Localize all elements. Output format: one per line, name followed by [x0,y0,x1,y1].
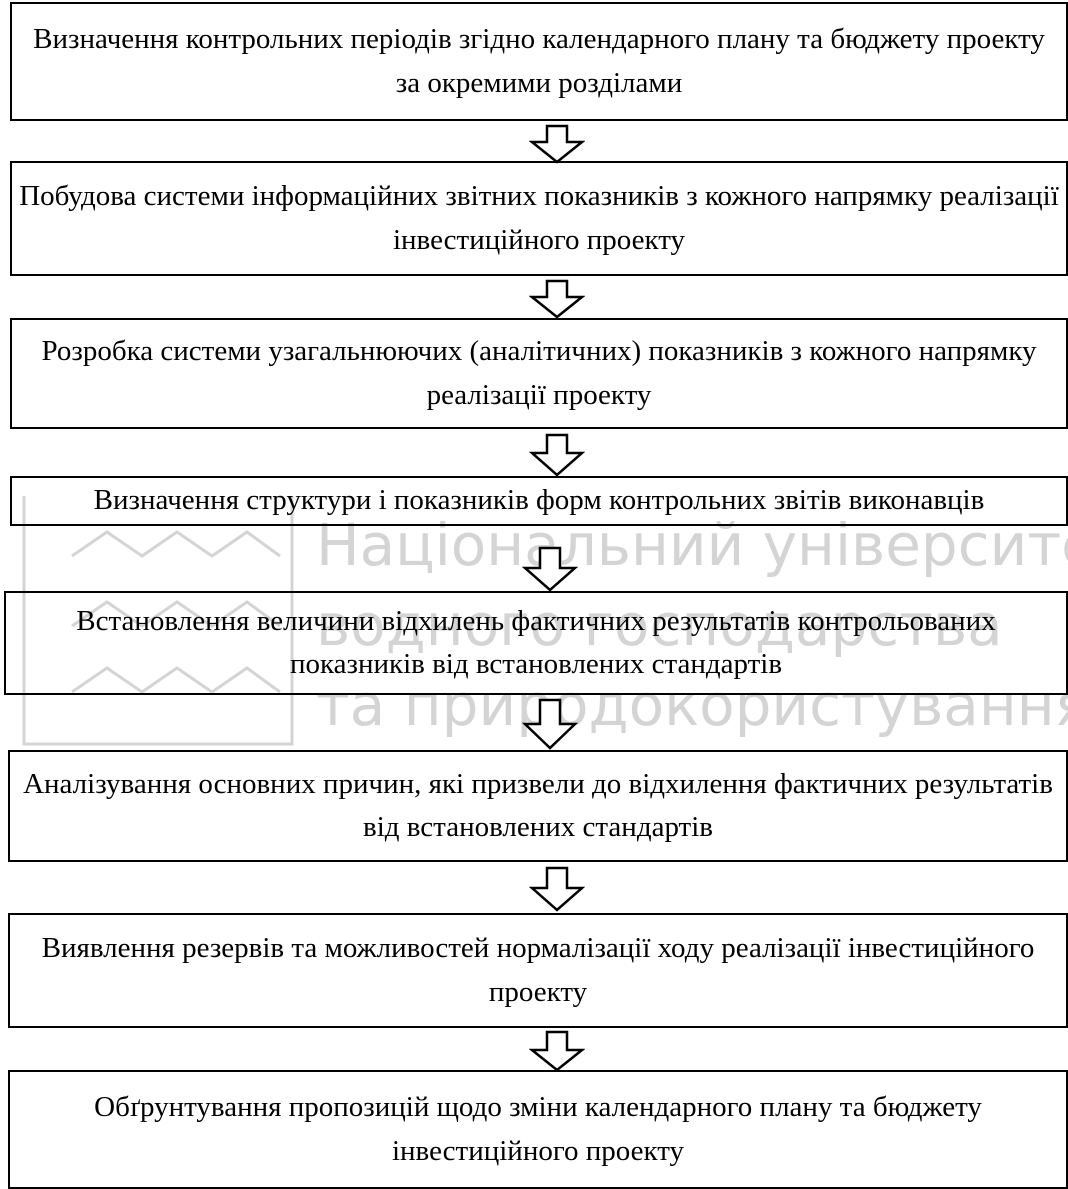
arrow-down-icon-2 [529,279,585,319]
step-text-5: Встановлення величини відхилень фактични… [76,604,996,681]
step-box-1: Визначення контрольних періодів згідно к… [10,2,1068,121]
step-box-4: Визначення структури і показників форм к… [10,476,1068,526]
watermark-line-3: та природокористування [316,671,1068,739]
step-text-6: Аналізування основних причин, які призве… [23,767,1053,844]
step-box-3: Розробка системи узагальнюючих (аналітич… [10,318,1068,429]
arrow-down-icon-5 [522,698,578,750]
step-box-2: Побудова системи інформаційних звітних п… [10,161,1068,276]
step-text-2: Побудова системи інформаційних звітних п… [19,180,1059,256]
arrow-down-icon-4 [522,546,578,592]
step-text-7: Виявлення резервів та можливостей нормал… [41,932,1035,1008]
step-box-7: Виявлення резервів та можливостей нормал… [8,913,1068,1028]
watermark-logo [22,496,294,746]
step-box-6: Аналізування основних причин, які призве… [8,750,1068,862]
arrow-down-icon-1 [529,124,585,164]
step-box-8: Обґрунтування пропозицій щодо зміни кале… [8,1070,1068,1189]
arrow-down-icon-6 [529,866,585,912]
step-box-5: Встановлення величини відхилень фактични… [4,591,1068,695]
step-text-1: Визначення контрольних періодів згідно к… [33,23,1045,99]
step-text-3: Розробка системи узагальнюючих (аналітич… [41,335,1037,411]
arrow-down-icon-3 [529,433,585,477]
step-text-4: Визначення структури і показників форм к… [93,484,985,517]
step-text-8: Обґрунтування пропозицій щодо зміни кале… [94,1091,982,1167]
watermark-line-2: водного господарства [316,591,1003,659]
arrow-down-icon-7 [529,1030,585,1072]
